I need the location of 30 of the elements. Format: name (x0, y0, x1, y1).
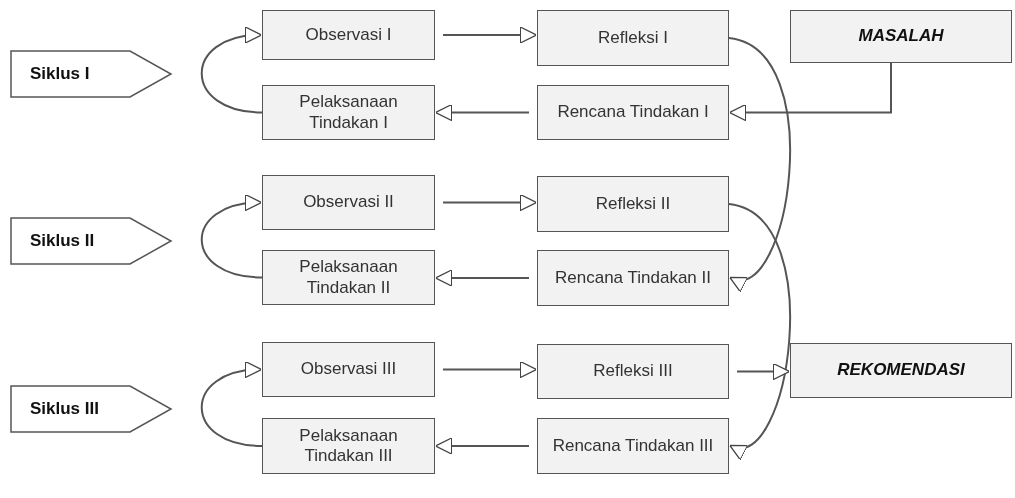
arrow (200, 27, 263, 114)
process-box: Pelaksanaan Tindakan I (262, 85, 435, 140)
heading-box: REKOMENDASI (790, 343, 1012, 398)
process-box: Pelaksanaan Tindakan II (262, 250, 435, 305)
process-box: Observasi III (262, 342, 435, 397)
process-box: Refleksi II (537, 176, 729, 232)
process-box: Observasi I (262, 10, 435, 60)
heading-box: MASALAH (790, 10, 1012, 63)
arrow (200, 362, 263, 447)
arrow (435, 437, 530, 455)
pentagon-label: Siklus I (10, 50, 172, 98)
process-box: Observasi II (262, 175, 435, 230)
pentagon-label: Siklus III (10, 385, 172, 433)
process-box: Rencana Tindakan III (537, 418, 729, 474)
arrow (728, 37, 791, 289)
process-box: Pelaksanaan Tindakan III (262, 418, 435, 474)
arrow (729, 62, 892, 122)
arrow (442, 26, 537, 44)
process-box: Rencana Tindakan II (537, 250, 729, 306)
arrow (736, 362, 790, 381)
process-box: Refleksi III (537, 344, 729, 399)
process-box: Rencana Tindakan I (537, 85, 729, 140)
arrow (442, 193, 537, 212)
arrow (435, 269, 530, 287)
arrow (200, 195, 263, 279)
process-box: Refleksi I (537, 10, 729, 66)
pentagon-label: Siklus II (10, 217, 172, 265)
arrow (442, 360, 537, 379)
arrow (728, 203, 791, 457)
arrow (435, 103, 530, 122)
